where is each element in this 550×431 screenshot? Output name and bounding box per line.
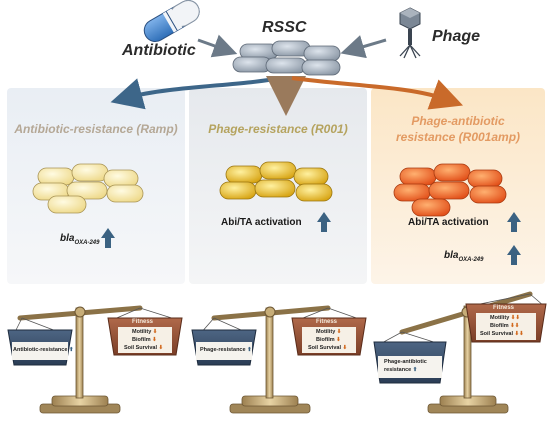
up-arrow-icon: ⬆ (68, 347, 74, 353)
fitness-item: Motility ⬇ (316, 329, 342, 335)
panel-title-phage-resistance: Phage-resistance (R001) (208, 122, 348, 136)
fitness-title: Fitness (132, 319, 154, 325)
antibiotic-label: Antibiotic (122, 42, 196, 59)
resistance-label: Antibiotic-resistance ⬆ (13, 347, 74, 353)
abi-ta-activation-marker: Abi/TA activation (221, 217, 302, 228)
fitness-item: Biofilm ⬇ (132, 337, 157, 343)
abi-ta-activation-marker: Abi/TA activation (408, 217, 489, 228)
phage-antibiotic-resistant-cells (393, 163, 507, 217)
up-arrow-icon: ⬆ (247, 347, 252, 353)
up-arrow-icon (507, 212, 521, 232)
resistance-label-line1: Phage-antibiotic (384, 359, 427, 365)
fitness-title: Fitness (316, 319, 338, 325)
fitness-item: Soil Survival ⬇⬇ (480, 331, 524, 337)
up-arrow-icon (317, 212, 331, 232)
panel-title-phage-antibiotic-line1: Phage-antibiotic (411, 114, 505, 128)
rssc-cell-cluster (232, 40, 341, 76)
up-arrow-icon (507, 245, 521, 265)
balance-scale-3 (373, 291, 547, 414)
phage-icon (399, 7, 421, 59)
fitness-item: Motility ⬇⬇ (490, 315, 520, 321)
fitness-item: Soil Survival ⬇ (308, 345, 348, 351)
rssc-label: RSSC (262, 19, 307, 36)
phage-label: Phage (432, 28, 481, 45)
phage-to-rssc-arrow (340, 35, 387, 59)
antibiotic-resistant-cells (32, 163, 144, 214)
fitness-title: Fitness (493, 305, 515, 311)
fitness-item: Soil Survival ⬇ (124, 345, 164, 351)
resistance-label-line2: resistance ⬆ (384, 367, 418, 373)
bla-oxa249-marker: blaOXA-249 (60, 233, 100, 246)
up-arrow-icon: ⬆ (412, 367, 418, 373)
balance-scale-1 (7, 305, 183, 414)
resistance-label: Phage-resistance ⬆ (200, 347, 252, 353)
arrow-to-phage-antibiotic-resistance (291, 76, 464, 110)
balance-scale-2 (191, 305, 367, 414)
antibiotic-capsule-icon (143, 0, 200, 42)
panel-title-phage-antibiotic-line2: resistance (R001amp) (395, 130, 521, 144)
arrow-to-antibiotic-resistance (110, 76, 281, 110)
bla-oxa249-marker: blaOXA-249 (444, 250, 484, 263)
fitness-item: Biofilm ⬇⬇ (490, 323, 520, 329)
phage-resistant-cells (219, 161, 333, 202)
fitness-item: Motility ⬇ (132, 329, 158, 335)
panel-title-antibiotic-resistance: Antibiotic-resistance (Ramp) (14, 122, 178, 136)
fitness-item: Biofilm ⬇ (316, 337, 341, 343)
up-arrow-icon (101, 228, 115, 248)
antibiotic-to-rssc-arrow (197, 34, 238, 58)
